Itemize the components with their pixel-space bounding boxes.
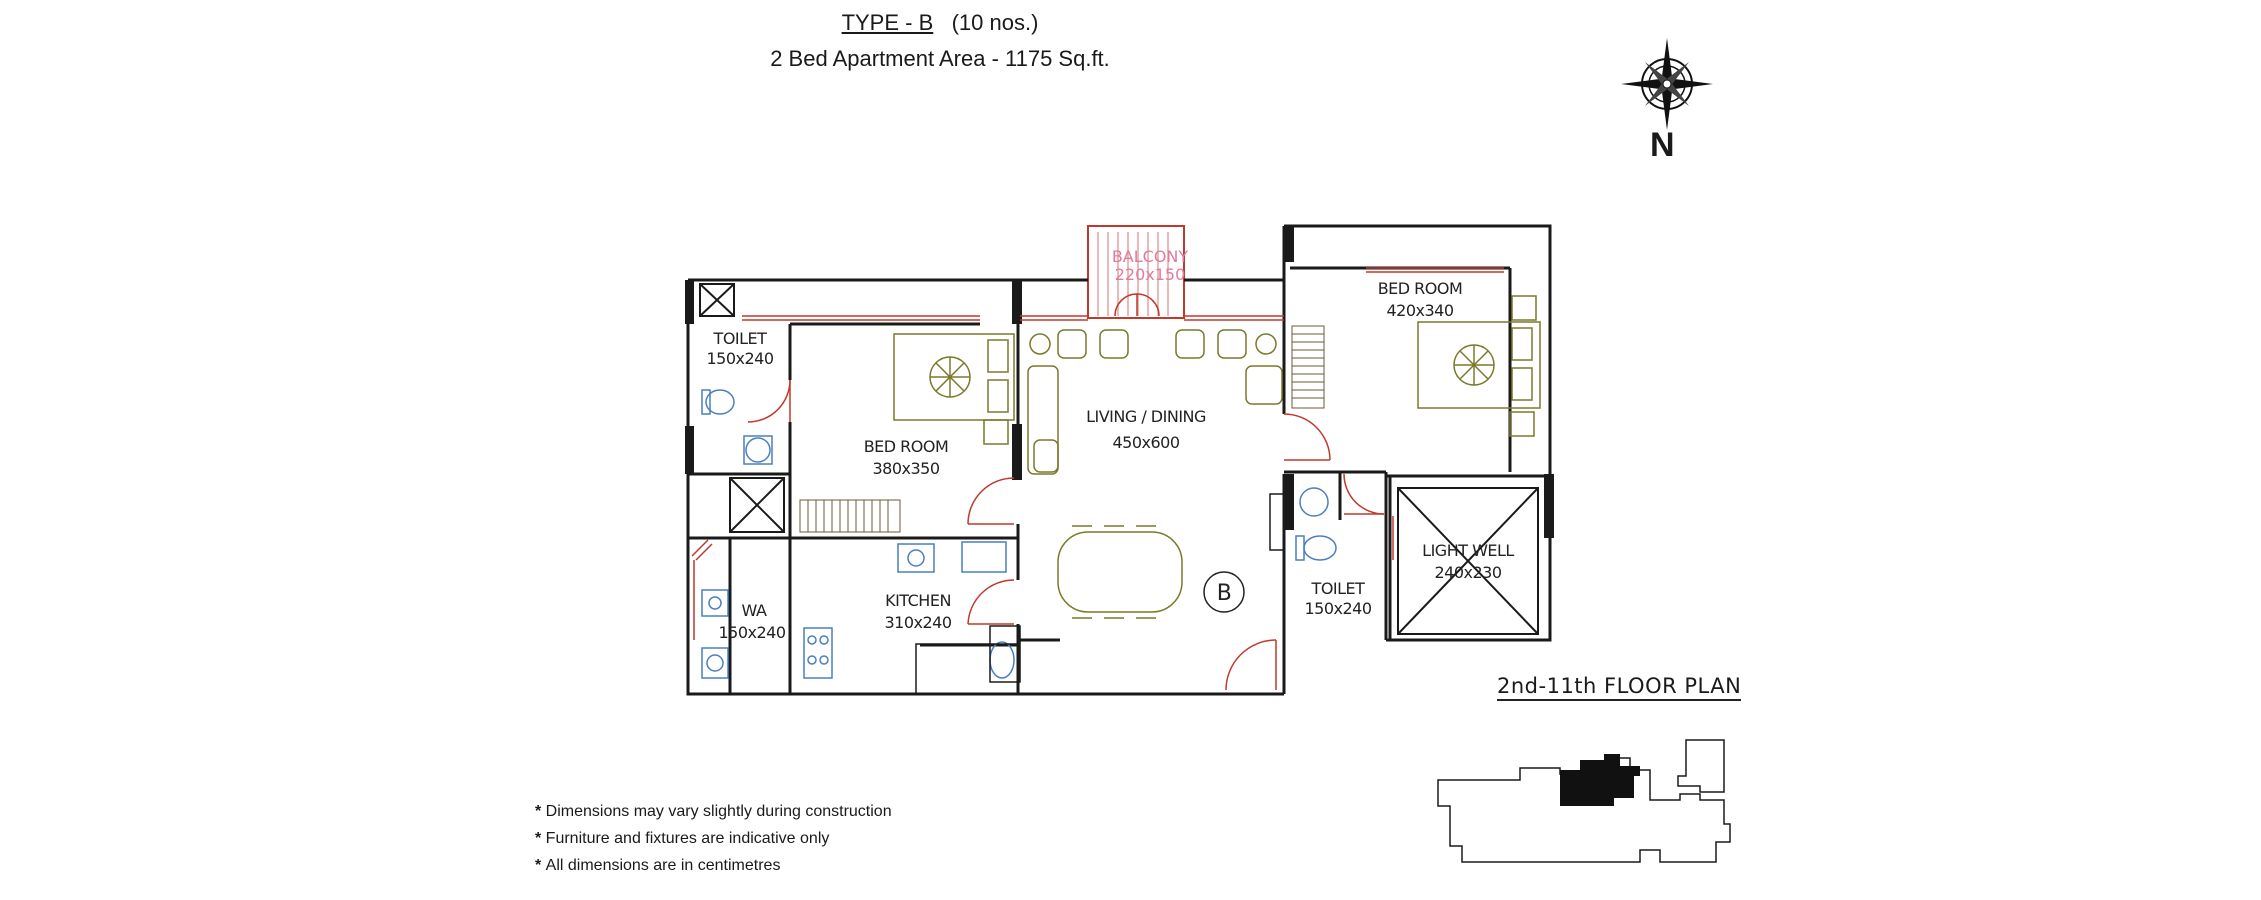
service-shafts [699, 283, 785, 533]
counter-outlines [915, 493, 1285, 695]
bedroom-left-name: BED ROOM [864, 437, 949, 456]
unit-marker: B [1217, 581, 1232, 606]
unit-count: (10 nos.) [951, 10, 1039, 35]
light-well [1397, 487, 1539, 635]
staircases [799, 325, 1325, 533]
bedroom-left-size: 380x350 [872, 459, 939, 478]
balcony [1087, 225, 1185, 319]
living-furniture-icon [1027, 329, 1283, 619]
bedroom-right-size: 420x340 [1386, 301, 1453, 320]
light-well-name: LIGHT WELL [1422, 541, 1514, 560]
living-name: LIVING / DINING [1086, 407, 1206, 426]
toilet-right-name: TOILET [1311, 579, 1366, 598]
key-plan [1437, 739, 1731, 863]
kitchen-name: KITCHEN [885, 591, 951, 610]
wa-name: WA [742, 601, 767, 620]
plan-subtitle: 2 Bed Apartment Area - 1175 Sq.ft. [770, 46, 1110, 71]
note-item: Furniture and fixtures are indicative on… [535, 825, 892, 852]
type-label: TYPE - B [841, 10, 934, 35]
balcony-name: BALCONY [1112, 247, 1189, 266]
note-item: Dimensions may vary slightly during cons… [535, 798, 892, 825]
kitchen-size: 310x240 [884, 613, 951, 632]
plan-title: TYPE - B (10 nos.) [0, 10, 1880, 36]
north-label: N [1650, 126, 1675, 164]
unit-marker-circle [1203, 571, 1245, 613]
bedroom-right-name: BED ROOM [1378, 279, 1463, 298]
structural-columns [685, 226, 1554, 538]
living-size: 450x600 [1112, 433, 1179, 452]
bed-furniture-icon [893, 295, 1541, 445]
sanitary-fixtures-icon [701, 389, 1337, 679]
light-well-size: 240x230 [1434, 563, 1501, 582]
exterior-walls [686, 224, 1552, 696]
toilet-right-size: 150x240 [1304, 599, 1371, 618]
doors [747, 379, 1385, 691]
floor-plan-label: 2nd-11th FLOOR PLAN [1497, 674, 1742, 701]
windows [691, 267, 1504, 640]
toilet-left-name: TOILET [713, 329, 768, 348]
wa-size: 150x240 [718, 623, 785, 642]
note-item: All dimensions are in centimetres [535, 852, 892, 879]
toilet-left-size: 150x240 [706, 349, 773, 368]
balcony-size: 220x150 [1115, 265, 1186, 284]
notes-list: Dimensions may vary slightly during cons… [535, 798, 892, 879]
compass-rose-icon [1621, 38, 1713, 130]
